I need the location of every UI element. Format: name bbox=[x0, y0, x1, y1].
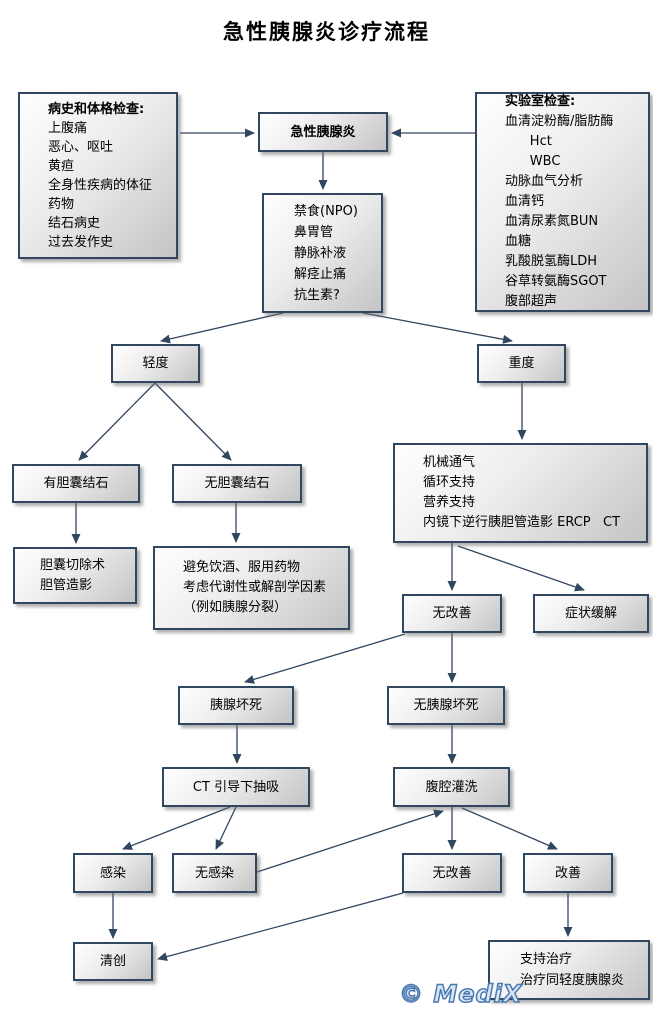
node-line: 血糖 bbox=[505, 234, 532, 249]
node-improvement: 改善 bbox=[523, 853, 613, 893]
node-line: 黄疸 bbox=[48, 158, 75, 174]
node-line: 解痉止痛 bbox=[294, 266, 347, 282]
node-line: 禁食(NPO) bbox=[294, 203, 358, 219]
node-line: 乳酸脱氢酶LDH bbox=[505, 254, 598, 269]
node-acute-pancreatitis: 急性胰腺炎 bbox=[258, 112, 388, 152]
node-label: 无改善 bbox=[432, 606, 472, 621]
node-line: 过去发作史 bbox=[48, 234, 114, 250]
node-line: 药物 bbox=[48, 196, 75, 212]
node-line: 治疗同轻度胰腺炎 bbox=[520, 973, 625, 988]
node-cholecystectomy: 胆囊切除术 胆管造影 bbox=[13, 547, 137, 604]
node-debridement: 清创 bbox=[73, 942, 153, 981]
node-no-improvement-1: 无改善 bbox=[402, 594, 502, 633]
node-label: 清创 bbox=[99, 954, 126, 969]
node-supportive-care: 支持治疗 治疗同轻度胰腺炎 bbox=[488, 940, 650, 1000]
node-history-physical-exam: 病史和体格检查: 上腹痛 恶心、呕吐 黄疸 全身性疾病的体征 药物 结石病史 过… bbox=[18, 92, 178, 259]
edge-ct-aspiration-no-infection bbox=[215, 806, 237, 850]
node-label: 重度 bbox=[508, 356, 535, 371]
edge-initial-treatment-mild bbox=[160, 312, 284, 344]
node-peritoneal-lavage: 腹腔灌洗 bbox=[393, 767, 510, 807]
node-label: CT 引导下抽吸 bbox=[192, 779, 280, 795]
node-initial-treatment: 禁食(NPO) 鼻胃管 静脉补液 解痉止痛 抗生素? bbox=[262, 193, 383, 313]
node-infection: 感染 bbox=[73, 853, 153, 893]
node-label: 有胆囊结石 bbox=[43, 476, 109, 491]
node-label: 腹腔灌洗 bbox=[425, 779, 478, 795]
edge-lavage-improvement bbox=[461, 807, 558, 850]
node-line: 腹部超声 bbox=[505, 294, 558, 309]
node-line: 支持治疗 bbox=[520, 952, 573, 967]
node-line: （例如胰腺分裂） bbox=[183, 600, 288, 615]
node-line: 血清钙 bbox=[505, 194, 545, 209]
edge-no-infection-lavage bbox=[256, 809, 444, 873]
node-line: 恶心、呕吐 bbox=[48, 139, 114, 155]
node-line: 结石病史 bbox=[48, 215, 101, 231]
edge-mild-no-gallstones bbox=[154, 382, 232, 461]
node-no-pancreatic-necrosis: 无胰腺坏死 bbox=[387, 686, 505, 725]
node-label: 无改善 bbox=[432, 865, 472, 881]
node-line: 内镜下逆行胰胆管造影 ERCP CT bbox=[423, 515, 621, 530]
node-line: 机械通气 bbox=[423, 455, 476, 470]
medix-watermark: © MediX bbox=[398, 979, 523, 1009]
node-line: 全身性疾病的体征 bbox=[48, 177, 153, 193]
node-label: 胰腺坏死 bbox=[209, 698, 262, 713]
node-gallstones: 有胆囊结石 bbox=[12, 464, 140, 503]
node-line: 静脉补液 bbox=[294, 245, 347, 261]
node-header: 病史和体格检查: bbox=[48, 101, 145, 117]
node-line: 抗生素? bbox=[294, 287, 340, 303]
node-no-improvement-2: 无改善 bbox=[402, 853, 502, 893]
node-intensive-care: 机械通气 循环支持 营养支持 内镜下逆行胰胆管造影 ERCP CT bbox=[393, 443, 648, 543]
node-label: 改善 bbox=[554, 865, 581, 881]
node-mild: 轻度 bbox=[111, 344, 200, 383]
node-ct-guided-aspiration: CT 引导下抽吸 bbox=[162, 767, 310, 807]
edge-mild-gallstones bbox=[78, 382, 156, 461]
node-no-gallstones: 无胆囊结石 bbox=[172, 464, 302, 503]
node-line: 动脉血气分析 bbox=[505, 174, 584, 189]
node-line: 胆囊切除术 bbox=[40, 557, 106, 573]
edge-no-improvement-1-necrosis bbox=[244, 633, 406, 684]
node-label: 无胆囊结石 bbox=[204, 476, 270, 491]
node-line: 考虑代谢性或解剖学因素 bbox=[183, 580, 327, 595]
node-line: 鼻胃管 bbox=[294, 224, 334, 240]
page-title: 急性胰腺炎诊疗流程 bbox=[223, 20, 430, 44]
node-line: 血清尿素氮BUN bbox=[505, 214, 599, 229]
node-label: 症状缓解 bbox=[564, 606, 617, 621]
node-header: 实验室检查: bbox=[505, 94, 576, 109]
edge-no-improvement-2-debridement bbox=[157, 892, 404, 962]
node-pancreatic-necrosis: 胰腺坏死 bbox=[178, 686, 294, 725]
node-line: 血清淀粉酶/脂肪酶 bbox=[505, 114, 614, 129]
edge-initial-treatment-severe bbox=[362, 312, 513, 344]
node-line: 循环支持 bbox=[423, 475, 476, 490]
node-line: 营养支持 bbox=[423, 495, 476, 510]
node-avoid-alcohol-drugs: 避免饮酒、服用药物 考虑代谢性或解剖学因素 （例如胰腺分裂） bbox=[153, 546, 350, 630]
node-line: 谷草转氨酶SGOT bbox=[505, 274, 607, 289]
node-line: Hct bbox=[505, 134, 552, 149]
node-line: WBC bbox=[505, 154, 561, 169]
node-line: 胆管造影 bbox=[40, 577, 93, 593]
node-label: 急性胰腺炎 bbox=[290, 124, 356, 140]
node-line: 避免饮酒、服用药物 bbox=[183, 560, 301, 575]
edge-ct-aspiration-infection bbox=[122, 806, 231, 850]
node-symptom-relief: 症状缓解 bbox=[533, 594, 649, 633]
node-no-infection: 无感染 bbox=[172, 853, 257, 893]
node-label: 无胰腺坏死 bbox=[413, 698, 479, 713]
edge-intensive-care-symptom-relief bbox=[457, 545, 585, 592]
node-line: 上腹痛 bbox=[48, 120, 88, 136]
node-lab-tests: 实验室检查: 血清淀粉酶/脂肪酶 Hct WBC 动脉血气分析 血清钙 血清尿素… bbox=[475, 92, 650, 312]
node-label: 无感染 bbox=[194, 865, 234, 881]
node-severe: 重度 bbox=[477, 344, 566, 383]
node-label: 轻度 bbox=[142, 356, 169, 371]
node-label: 感染 bbox=[99, 865, 126, 881]
